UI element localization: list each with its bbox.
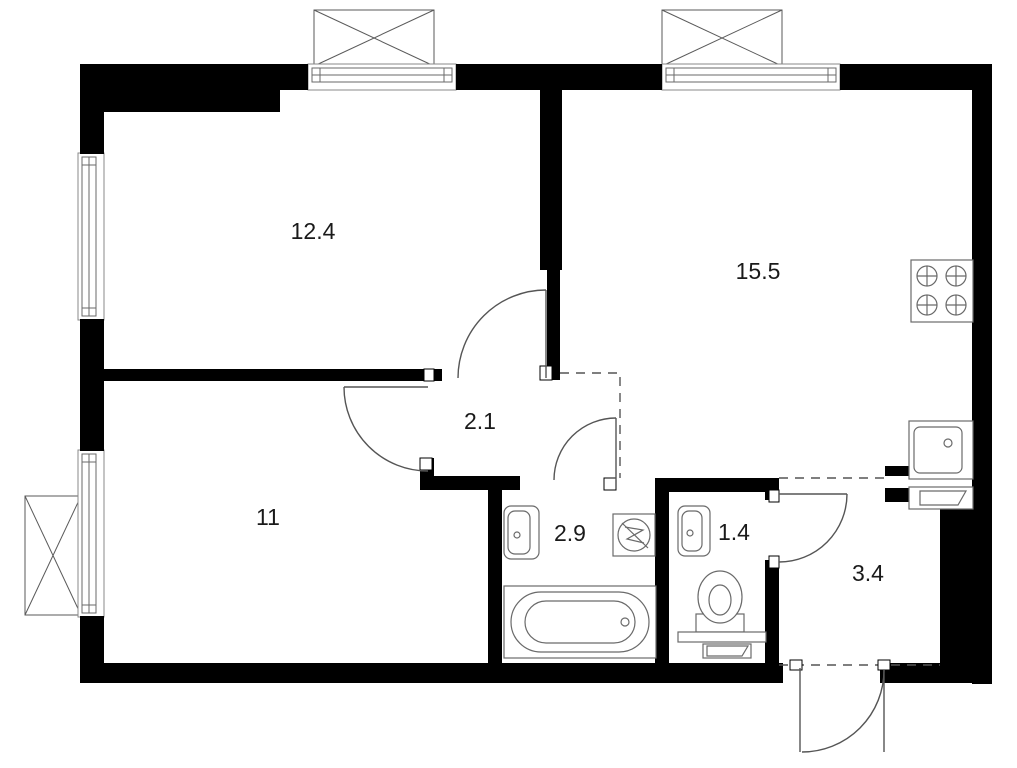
door-kitchen[interactable]	[553, 417, 617, 481]
room-label-bathroom: 2.9	[554, 520, 586, 546]
balcony-top-right	[661, 9, 783, 67]
window-left-upper	[77, 152, 105, 321]
kitchen-stove	[910, 259, 974, 323]
window-left-lower	[77, 449, 105, 618]
walls	[80, 64, 992, 684]
toilet-sink	[677, 505, 711, 557]
balcony-top-left	[313, 9, 435, 67]
balcony-left	[24, 495, 82, 616]
kitchen-sink	[908, 420, 974, 480]
room-label-bedroom: 11	[256, 504, 280, 530]
dashed-guides	[560, 372, 940, 666]
room-label-living-room: 12.4	[291, 218, 336, 244]
kitchen-counter	[908, 486, 974, 510]
door-living-room[interactable]	[457, 289, 547, 379]
door-toilet[interactable]	[778, 493, 848, 563]
bathtub	[503, 585, 657, 659]
window-top-left	[307, 63, 457, 91]
room-label-hallway: 2.1	[464, 408, 496, 434]
room-label-toilet: 1.4	[718, 519, 750, 545]
door-bedroom[interactable]	[343, 386, 429, 472]
window-top-right	[661, 63, 841, 91]
toilet-counter	[677, 631, 767, 659]
door-entrance[interactable]	[799, 668, 885, 753]
bathroom-sink	[503, 505, 540, 560]
washing-machine	[612, 513, 656, 557]
room-label-kitchen: 15.5	[736, 258, 781, 284]
toilet-bowl	[695, 570, 745, 633]
room-label-entrance-hall: 3.4	[852, 560, 884, 586]
